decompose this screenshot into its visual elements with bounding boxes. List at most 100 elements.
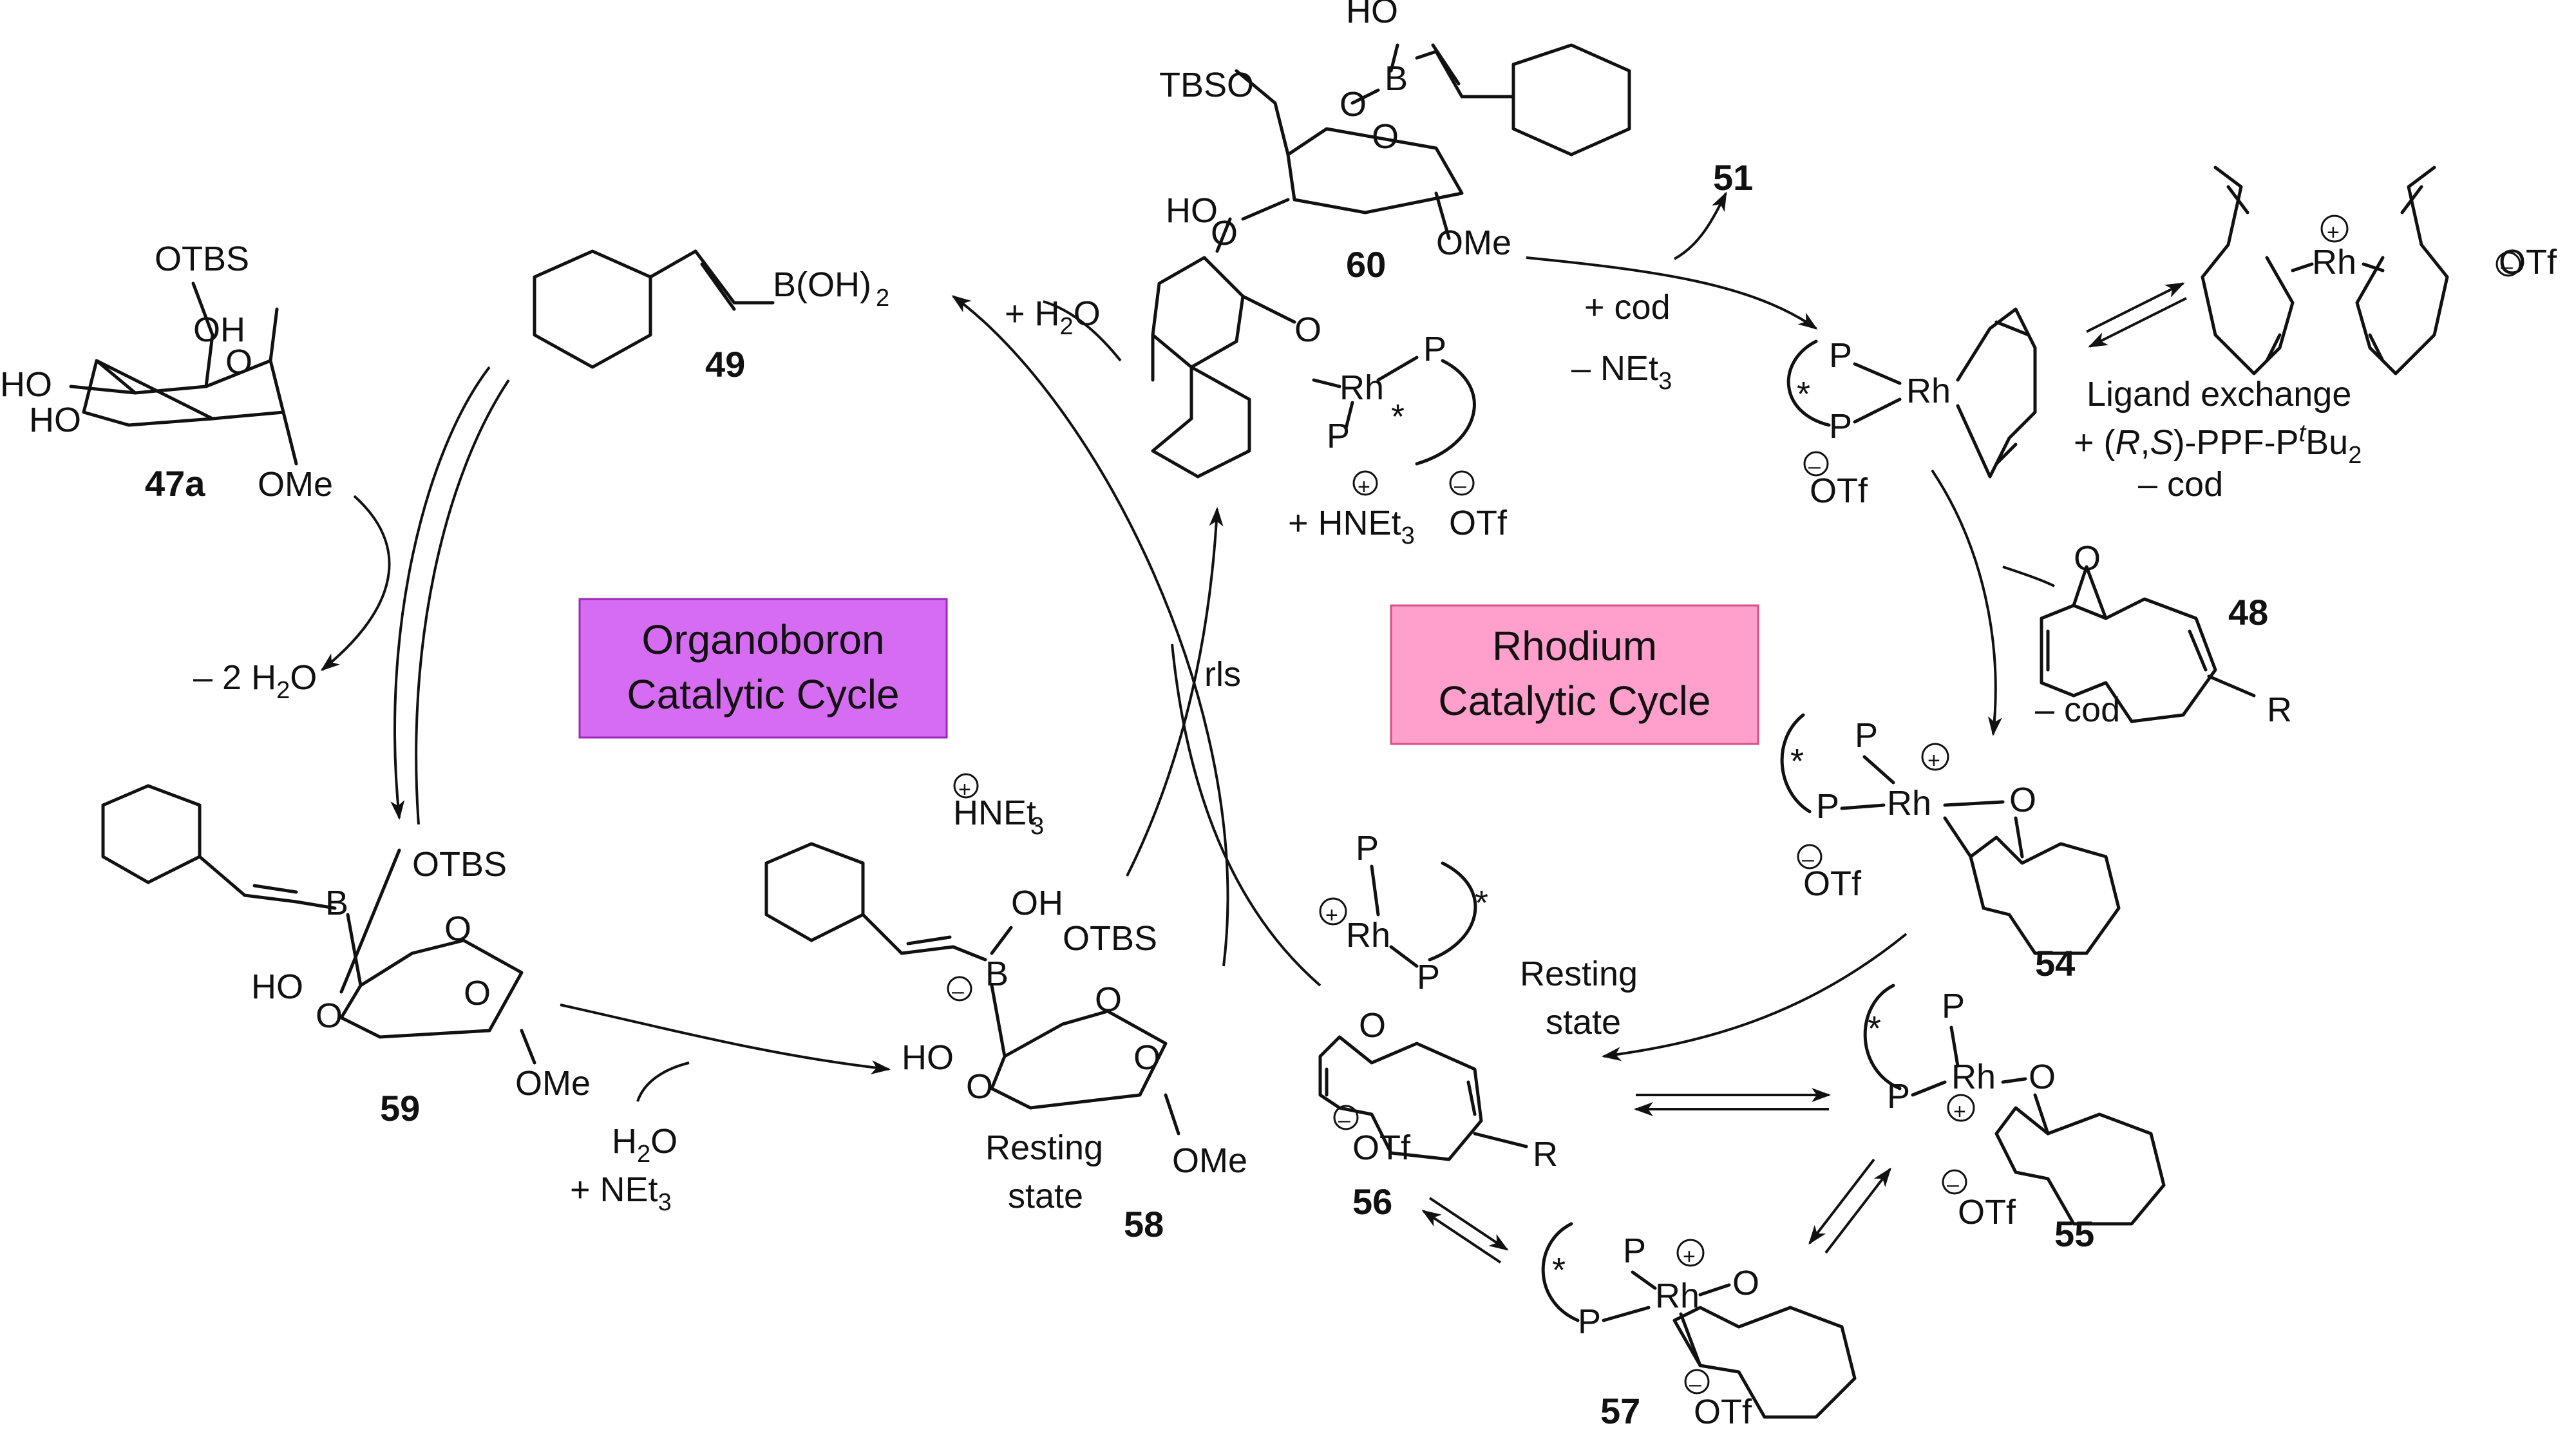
text-sub: 3 [1658, 368, 1672, 395]
svg-text:+: + [2327, 220, 2340, 245]
text-ppf: )-PPF-P [2174, 423, 2299, 462]
label-r: R [2267, 690, 2292, 729]
label-p: P [1855, 716, 1878, 755]
compound-54-structure: P P * Rh + O OTf – 54 [1780, 713, 2121, 984]
rhodium-box-line1: Rhodium [1492, 623, 1657, 669]
label-b: B [325, 884, 348, 922]
label-star: * [1475, 884, 1488, 922]
label-otf: OTf [1449, 504, 1508, 542]
text-minus-net: – NEt [1571, 349, 1658, 388]
label-star: * [1797, 375, 1810, 414]
label-star: * [1391, 397, 1405, 436]
label-otf: OTf [1352, 1128, 1411, 1167]
label-p: P [1829, 407, 1852, 446]
label-star: * [1790, 742, 1804, 781]
svg-text:– 2 H2O: – 2 H2O [193, 658, 317, 704]
svg-text:+: + [1927, 748, 1940, 773]
label-sub: 3 [1030, 813, 1044, 840]
organoboron-box-line2: Catalytic Cycle [627, 671, 899, 718]
text-o: O [650, 1122, 677, 1161]
label-o: O [1340, 85, 1367, 124]
text-sub: 2 [276, 677, 290, 704]
svg-text:–: – [1338, 1108, 1350, 1132]
cycle-arrows [320, 191, 2187, 1264]
label-o: O [2009, 781, 2036, 819]
label-p: P [1417, 958, 1440, 996]
label-ho: HO [1166, 191, 1218, 230]
label-rh: Rh [2312, 243, 2356, 281]
ligand-exchange-text: Ligand exchange + (R,S)-PPF-PtBu2 – cod [2074, 375, 2362, 504]
label-rh: Rh [1340, 368, 1384, 407]
rh-cod-complex: P P * Rh OTf – [1786, 307, 2037, 510]
compound-label-51: 51 [1713, 157, 1753, 198]
svg-text:–: – [1808, 454, 1821, 479]
label-tbso: TBSO [1159, 66, 1254, 104]
label-minus-cod: – cod [2138, 465, 2223, 504]
svg-text:+: + [1325, 903, 1338, 928]
text-lp: + ( [2074, 423, 2116, 462]
svg-text:–: – [1454, 473, 1466, 498]
rhodium-cycle-box: Rhodium Catalytic Cycle [1390, 604, 1759, 745]
compound-label-54: 54 [2035, 943, 2075, 984]
label-ome: OMe [1172, 1141, 1247, 1180]
text-t: t [2299, 420, 2307, 447]
svg-text:+: + [1683, 1244, 1696, 1269]
label-r: R [1533, 1135, 1558, 1174]
svg-text:–: – [1802, 847, 1814, 871]
label-resting: Resting [985, 1128, 1103, 1167]
svg-text:–: – [2501, 254, 2513, 279]
compound-47a-structure: OTBS HO HO OH O OMe 47a [0, 240, 333, 504]
svg-text:+: + [1953, 1099, 1966, 1124]
label-o: O [966, 1067, 993, 1106]
svg-text:–: – [1689, 1372, 1701, 1396]
label-state: state [1008, 1177, 1083, 1215]
label-o: O [1133, 1038, 1160, 1077]
compound-56-structure: P P * Rh + O R OTf – Resting state 56 [1318, 829, 1638, 1222]
label-p: P [1623, 1232, 1646, 1270]
svg-text:+ (R,S)-PPF-PtBu2: + (R,S)-PPF-PtBu2 [2074, 420, 2362, 469]
label-hnet: HNEt [953, 794, 1036, 832]
label-ome: OMe [515, 1064, 591, 1103]
label-o: O [316, 996, 343, 1035]
text-comma: , [2141, 423, 2150, 462]
text-plus-hnet: + HNEt [1288, 504, 1401, 542]
label-b: B [985, 955, 1009, 993]
compound-48-structure: O R 48 – cod [2035, 539, 2292, 729]
compound-59-structure: B OTBS HO O O O OMe 59 [101, 784, 591, 1128]
label-rh: Rh [1655, 1277, 1700, 1315]
text-plus-net: + NEt [570, 1170, 658, 1209]
label-o: O [1211, 214, 1238, 252]
label-rh: Rh [1887, 784, 1931, 823]
label-ho: HO [1346, 0, 1398, 30]
compound-58-structure: HNEt 3 + B – OH OTBS HO O O O OMe Restin… [764, 773, 1247, 1244]
svg-text:+ H2O: + H2O [1005, 294, 1101, 340]
label-state: state [1546, 1003, 1621, 1042]
text-o: O [290, 658, 317, 697]
label-otf: OTf [1803, 864, 1862, 903]
label-o: O [464, 974, 491, 1013]
label-p: P [1356, 829, 1379, 868]
compound-label-60: 60 [1346, 244, 1386, 285]
label-star: * [1868, 1009, 1881, 1048]
label-o: O [1359, 1006, 1386, 1045]
label-rls: rls [1204, 655, 1241, 694]
label-b: B [1385, 59, 1408, 98]
label-ho: HO [0, 365, 52, 404]
rhodium-box-line2: Catalytic Cycle [1438, 678, 1710, 724]
label-plus-cod: + cod [1584, 288, 1671, 327]
label-ho: HO [29, 401, 81, 439]
label-rh: Rh [1906, 372, 1951, 410]
text-o: O [1074, 294, 1101, 333]
label-p: P [1887, 1077, 1910, 1116]
label-oh: OH [1011, 884, 1063, 922]
text-sub: 3 [658, 1189, 672, 1216]
label-p: P [1578, 1302, 1601, 1341]
label-star: * [1552, 1251, 1566, 1289]
label-otbs: OTBS [155, 240, 249, 278]
label-o: O [1294, 310, 1321, 349]
svg-text:+: + [1358, 475, 1370, 499]
compound-label-59: 59 [380, 1088, 420, 1128]
compound-label-48: 48 [2228, 592, 2268, 633]
text-plus-h: + H [1005, 294, 1060, 333]
text-sub: 2 [2348, 442, 2362, 469]
